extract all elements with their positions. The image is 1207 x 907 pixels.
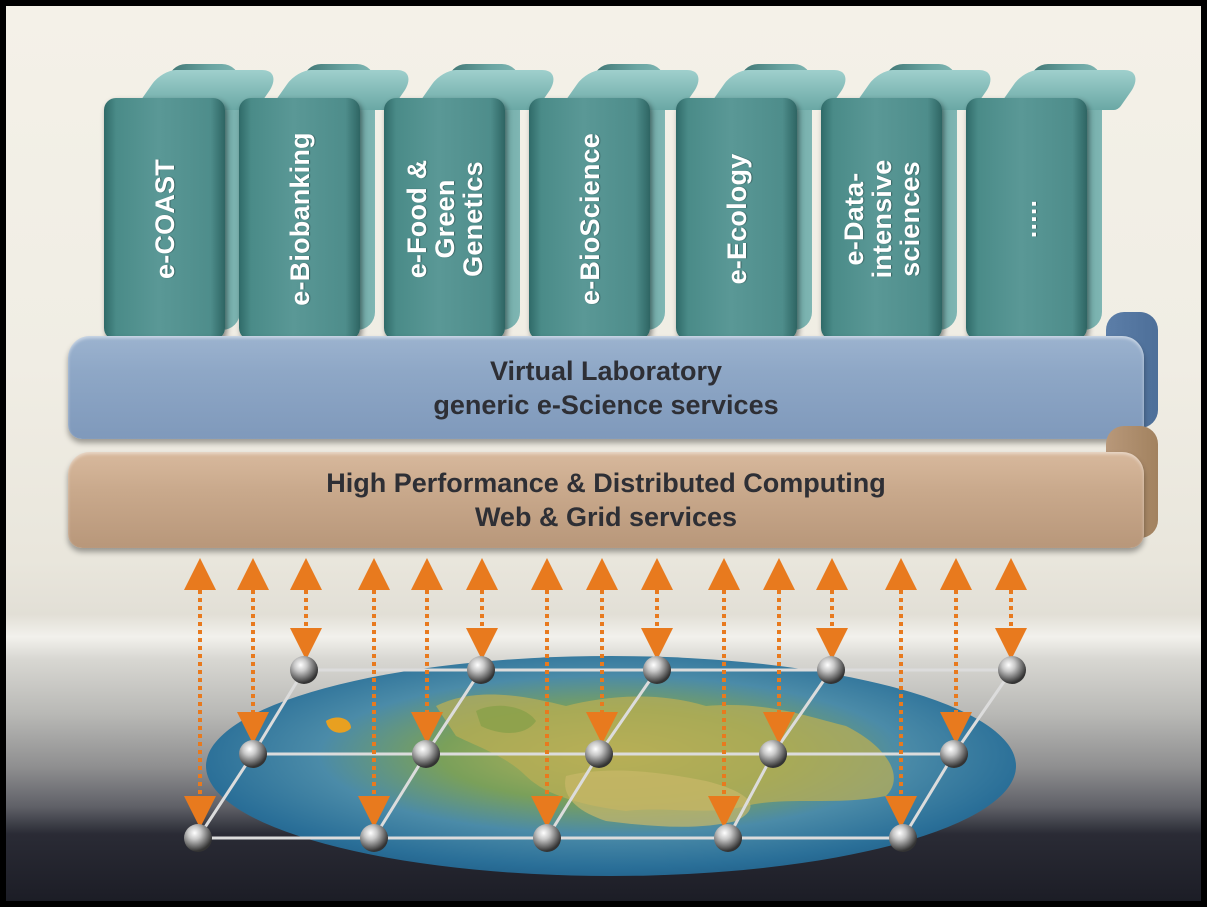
virtual-lab-title: Virtual Laboratory (489, 355, 723, 386)
grid-node (817, 656, 845, 684)
grid-node (759, 740, 787, 768)
column-block: e-BioScience (529, 98, 650, 340)
column-block: e-Ecology (676, 98, 797, 340)
grid-node (239, 740, 267, 768)
grid-node (643, 656, 671, 684)
grid-network (196, 668, 1014, 840)
grid-node (940, 740, 968, 768)
grid-node (533, 824, 561, 852)
grid-node (714, 824, 742, 852)
column-block: e-Data- intensive sciences (821, 98, 942, 340)
grid-node (998, 656, 1026, 684)
grid-node (290, 656, 318, 684)
column-block: ..... (966, 98, 1087, 340)
column-block: e-COAST (104, 98, 225, 340)
grid-node (889, 824, 917, 852)
grid-node (184, 824, 212, 852)
grid-node (412, 740, 440, 768)
column-block: e-Food & Green Genetics (384, 98, 505, 340)
grid-arrows (184, 558, 1027, 828)
hpc-subtitle: Web & Grid services (474, 502, 738, 532)
grid-node (467, 656, 495, 684)
grid-and-earth (184, 558, 1027, 876)
column-block: e-Biobanking (239, 98, 360, 340)
hpc-layer: High Performance & Distributed Computing… (68, 452, 1144, 548)
hpc-title: High Performance & Distributed Computing (326, 468, 886, 498)
virtual-lab-subtitle: generic e-Science services (433, 389, 779, 420)
grid-node (585, 740, 613, 768)
virtual-lab-layer: Virtual Laboratory generic e-Science ser… (68, 336, 1144, 439)
grid-nodes (184, 656, 1026, 852)
grid-node (360, 824, 388, 852)
